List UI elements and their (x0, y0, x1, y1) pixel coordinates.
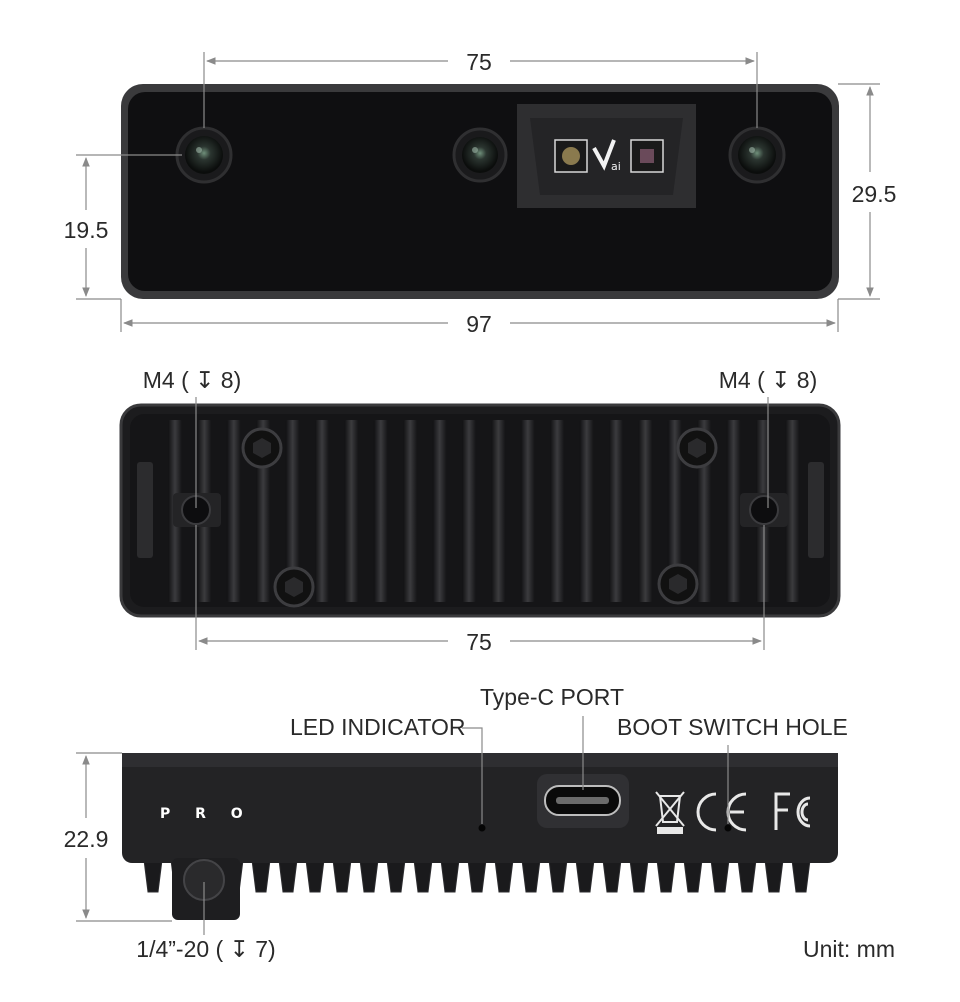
heatsink-fin (785, 420, 800, 602)
heatsink-fin (315, 420, 329, 602)
dim-front-camera-spacing: 75 (203, 49, 758, 128)
bottom-view: P R O Type-C PORT L (64, 684, 895, 962)
ir-projector-window: ai (517, 104, 696, 208)
dim-label-rear-75: 75 (466, 629, 492, 655)
bottom-fin (440, 859, 460, 893)
bottom-body (122, 753, 838, 863)
dim-front-height: 29.5 (838, 83, 897, 300)
bottom-fin (602, 859, 622, 893)
bottom-fin (791, 859, 811, 893)
bottom-fin (143, 859, 163, 893)
bottom-fin (413, 859, 433, 893)
callout-type-c-port: Type-C PORT (480, 684, 624, 710)
dim-label-front-29-5: 29.5 (852, 181, 897, 207)
bottom-fin (521, 859, 541, 893)
heatsink-fin (344, 420, 359, 602)
heatsink-fin (403, 420, 418, 602)
heatsink-fin (226, 420, 241, 602)
bottom-fin (764, 859, 784, 893)
right-stereo-camera (728, 126, 786, 184)
bottom-fin (737, 859, 757, 893)
center-rgb-camera (452, 127, 508, 183)
screw-bottom-right (657, 563, 699, 605)
bottom-fin (683, 859, 703, 893)
heatsink-fin (432, 420, 447, 602)
heatsink-fin (579, 420, 594, 602)
heatsink-fin (520, 420, 535, 602)
dim-label-bottom-22-9: 22.9 (64, 826, 109, 852)
front-view: ai 75 29.5 19.5 (64, 49, 897, 337)
callout-led-indicator: LED INDICATOR (290, 714, 466, 740)
dim-label-front-75: 75 (466, 49, 492, 75)
bottom-fin (386, 859, 406, 893)
bottom-fin (332, 859, 352, 893)
brand-pro-text: P R O (160, 806, 253, 822)
bottom-fin (359, 859, 379, 893)
boot-switch-hole (724, 824, 732, 832)
bottom-fin (548, 859, 568, 893)
dim-label-front-97: 97 (466, 311, 492, 337)
dim-label-front-19-5: 19.5 (64, 217, 109, 243)
heatsink-fins (168, 420, 800, 602)
screw-bottom-left (273, 566, 315, 608)
m4-mount-hole-right (740, 493, 788, 527)
bottom-fin (656, 859, 676, 893)
m4-mount-hole-left (173, 493, 221, 527)
heatsink-fin (609, 420, 623, 602)
bottom-fin (575, 859, 595, 893)
bottom-fin (251, 859, 271, 893)
rear-view: M4 ( ↧ 8) M4 ( ↧ 8) 75 (119, 367, 841, 655)
screw-top-right (676, 427, 718, 469)
heatsink-fin (491, 420, 506, 602)
logo-text: ai (611, 160, 621, 173)
heatsink-fin (667, 420, 682, 602)
heatsink-fin (726, 420, 741, 602)
dim-rear-mount-spacing: 75 (195, 525, 765, 655)
callout-m4-right: M4 ( ↧ 8) (719, 367, 818, 393)
bottom-heatsink-fins (143, 859, 811, 893)
tripod-mount (172, 858, 240, 920)
heatsink-fin (462, 420, 476, 602)
led-indicator (478, 824, 486, 832)
weee-bin-icon (655, 791, 685, 834)
bottom-fin (278, 859, 298, 893)
screw-top-left (241, 427, 283, 469)
bottom-fin (629, 859, 649, 893)
vendor-logo-icon (592, 139, 616, 171)
right-side-grip (808, 462, 824, 558)
ir-emitter (630, 139, 664, 173)
callout-boot-switch-hole: BOOT SWITCH HOLE (617, 714, 848, 740)
bottom-fin (494, 859, 514, 893)
bottom-fin (305, 859, 325, 893)
front-glass-panel (128, 92, 832, 291)
bottom-fin (467, 859, 487, 893)
bottom-fin (710, 859, 730, 893)
dim-bottom-height: 22.9 (64, 752, 172, 922)
heatsink-fin (373, 420, 388, 602)
callout-tripod-thread: 1/4”-20 ( ↧ 7) (136, 936, 275, 962)
fcc-mark-icon (774, 792, 811, 830)
unit-label: Unit: mm (803, 936, 895, 962)
left-side-grip (137, 462, 153, 558)
dim-front-camera-height: 19.5 (64, 154, 182, 300)
callout-m4-left: M4 ( ↧ 8) (143, 367, 242, 393)
heatsink-fin (285, 420, 300, 602)
dim-front-total-width: 97 (120, 299, 839, 337)
heatsink-fin (550, 420, 565, 602)
heatsink-fin (638, 420, 653, 602)
left-stereo-camera (175, 126, 233, 184)
